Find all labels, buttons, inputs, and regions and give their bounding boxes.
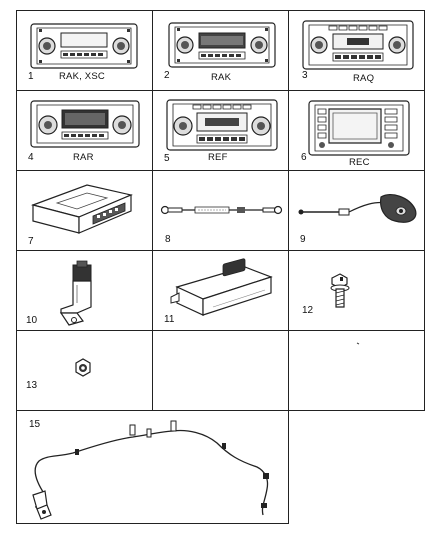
panel-empty-right <box>288 330 425 411</box>
amplifier-module-drawing <box>17 171 154 252</box>
callout-5: 5 <box>164 153 170 164</box>
panel-nut: 13 <box>16 330 153 411</box>
panel-radio-rak: 2 RAK <box>152 10 289 91</box>
code-label-1: RAK, XSC <box>59 71 105 82</box>
panel-amplifier-module: 7 <box>16 170 153 251</box>
callout-8: 8 <box>165 234 171 245</box>
code-label-2: RAK <box>211 72 232 83</box>
panel-empty-middle <box>152 330 289 411</box>
callout-2: 2 <box>164 70 170 81</box>
screw-drawing <box>289 251 426 332</box>
panel-antenna-wiring-harness: 15 <box>16 410 289 524</box>
ground-strap-drawing <box>153 171 290 252</box>
stray-mark <box>289 331 426 412</box>
antenna-bracket-drawing <box>17 251 154 332</box>
radio-ref-drawing <box>153 91 290 172</box>
panel-ground-strap: 8 <box>152 170 289 251</box>
callout-9: 9 <box>300 234 306 245</box>
callout-3: 3 <box>302 70 308 81</box>
panel-screw: 12 <box>288 250 425 331</box>
nut-drawing <box>17 331 154 412</box>
callout-15: 15 <box>29 419 41 430</box>
radio-rar-drawing <box>17 91 154 172</box>
callout-11: 11 <box>164 314 175 325</box>
satellite-antenna-cable-drawing <box>298 171 426 252</box>
code-label-3: RAQ <box>353 73 375 84</box>
code-label-6: REC <box>349 157 370 168</box>
callout-10: 10 <box>26 315 38 326</box>
panel-radio-ref: 5 REF <box>152 90 289 171</box>
callout-6: 6 <box>301 152 307 163</box>
panel-satellite-antenna-cable: 9 <box>288 170 425 251</box>
callout-4: 4 <box>28 152 34 163</box>
code-label-5: REF <box>208 152 228 163</box>
panel-receiver-module: 11 <box>152 250 289 331</box>
callout-7: 7 <box>28 236 34 247</box>
callout-1: 1 <box>28 71 34 82</box>
code-label-4: RAR <box>73 152 94 163</box>
radio-rak-drawing <box>153 11 290 92</box>
panel-radio-raq: 3 RAQ <box>288 10 425 91</box>
receiver-module-drawing <box>153 251 290 332</box>
panel-radio-rar: 4 RAR <box>16 90 153 171</box>
radio-rec-drawing <box>289 91 426 172</box>
panel-radio-rec: 6 REC <box>288 90 425 171</box>
antenna-wiring-harness-drawing <box>17 411 269 525</box>
panel-radio-rak-xsc: 1 RAK, XSC <box>16 10 153 91</box>
panel-antenna-bracket: 10 <box>16 250 153 331</box>
callout-12: 12 <box>302 305 314 316</box>
radio-rak-xsc-drawing <box>17 11 154 92</box>
callout-13: 13 <box>26 380 38 391</box>
radio-raq-drawing <box>289 11 426 92</box>
